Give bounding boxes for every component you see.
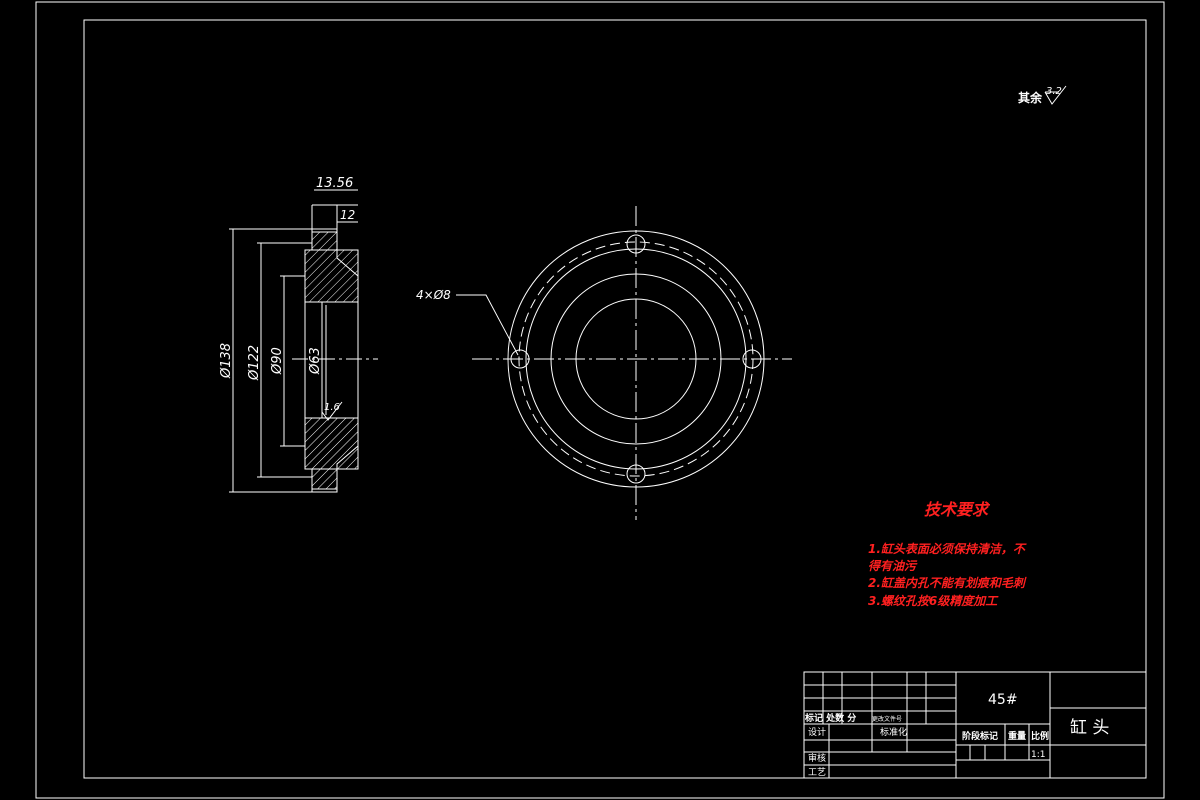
tech-note-2: 得有油污 xyxy=(868,559,918,573)
tech-notes-title: 技术要求 xyxy=(924,500,991,519)
inner-frame xyxy=(83,19,1147,779)
outer-frame xyxy=(35,1,1165,799)
material: 45# xyxy=(988,692,1018,708)
section-view xyxy=(229,189,378,493)
dim-inner-dia: Ø90 xyxy=(270,347,285,375)
label-doc-no: 更改文件号 xyxy=(872,715,902,723)
dim-outer-dia: Ø138 xyxy=(219,343,234,379)
roughness-value: 3.2 xyxy=(1046,86,1062,97)
label-design: 设计 xyxy=(808,726,826,738)
part-name: 缸 头 xyxy=(1070,717,1109,738)
dim-mid-dia: Ø122 xyxy=(247,345,262,381)
dim-top-width: 13.56 xyxy=(316,176,353,191)
tech-notes: 技术要求 1.缸头表面必须保持清洁，不 得有油污 2.缸盖内孔不能有划痕和毛刺 … xyxy=(868,500,1027,608)
label-weight: 重量 xyxy=(1008,730,1026,742)
label-check: 审核 xyxy=(808,752,826,764)
label-ratio: 比例 xyxy=(1031,730,1049,742)
dim-roughness: 1.6 xyxy=(324,402,340,413)
dim-bore-dia: Ø63 xyxy=(308,347,323,375)
title-block xyxy=(803,671,1147,779)
label-standard: 标准化 xyxy=(880,726,907,738)
scale-value: 1:1 xyxy=(1031,750,1045,760)
label-row-mark: 标记 处数 分 xyxy=(804,712,856,724)
tech-note-1: 1.缸头表面必须保持清洁，不 xyxy=(868,542,1027,556)
roughness-label: 其余 xyxy=(1018,90,1043,105)
dim-step: 12 xyxy=(340,208,355,222)
tech-note-4: 3.螺纹孔按6级精度加工 xyxy=(868,594,999,608)
hole-label: 4×Ø8 xyxy=(416,288,451,302)
roughness-symbol: 其余 3.2 xyxy=(1018,85,1067,105)
front-view xyxy=(456,206,792,520)
tech-note-3: 2.缸盖内孔不能有划痕和毛刺 xyxy=(868,576,1027,590)
label-process: 工艺 xyxy=(808,767,826,778)
label-stage: 阶段标记 xyxy=(962,730,998,742)
